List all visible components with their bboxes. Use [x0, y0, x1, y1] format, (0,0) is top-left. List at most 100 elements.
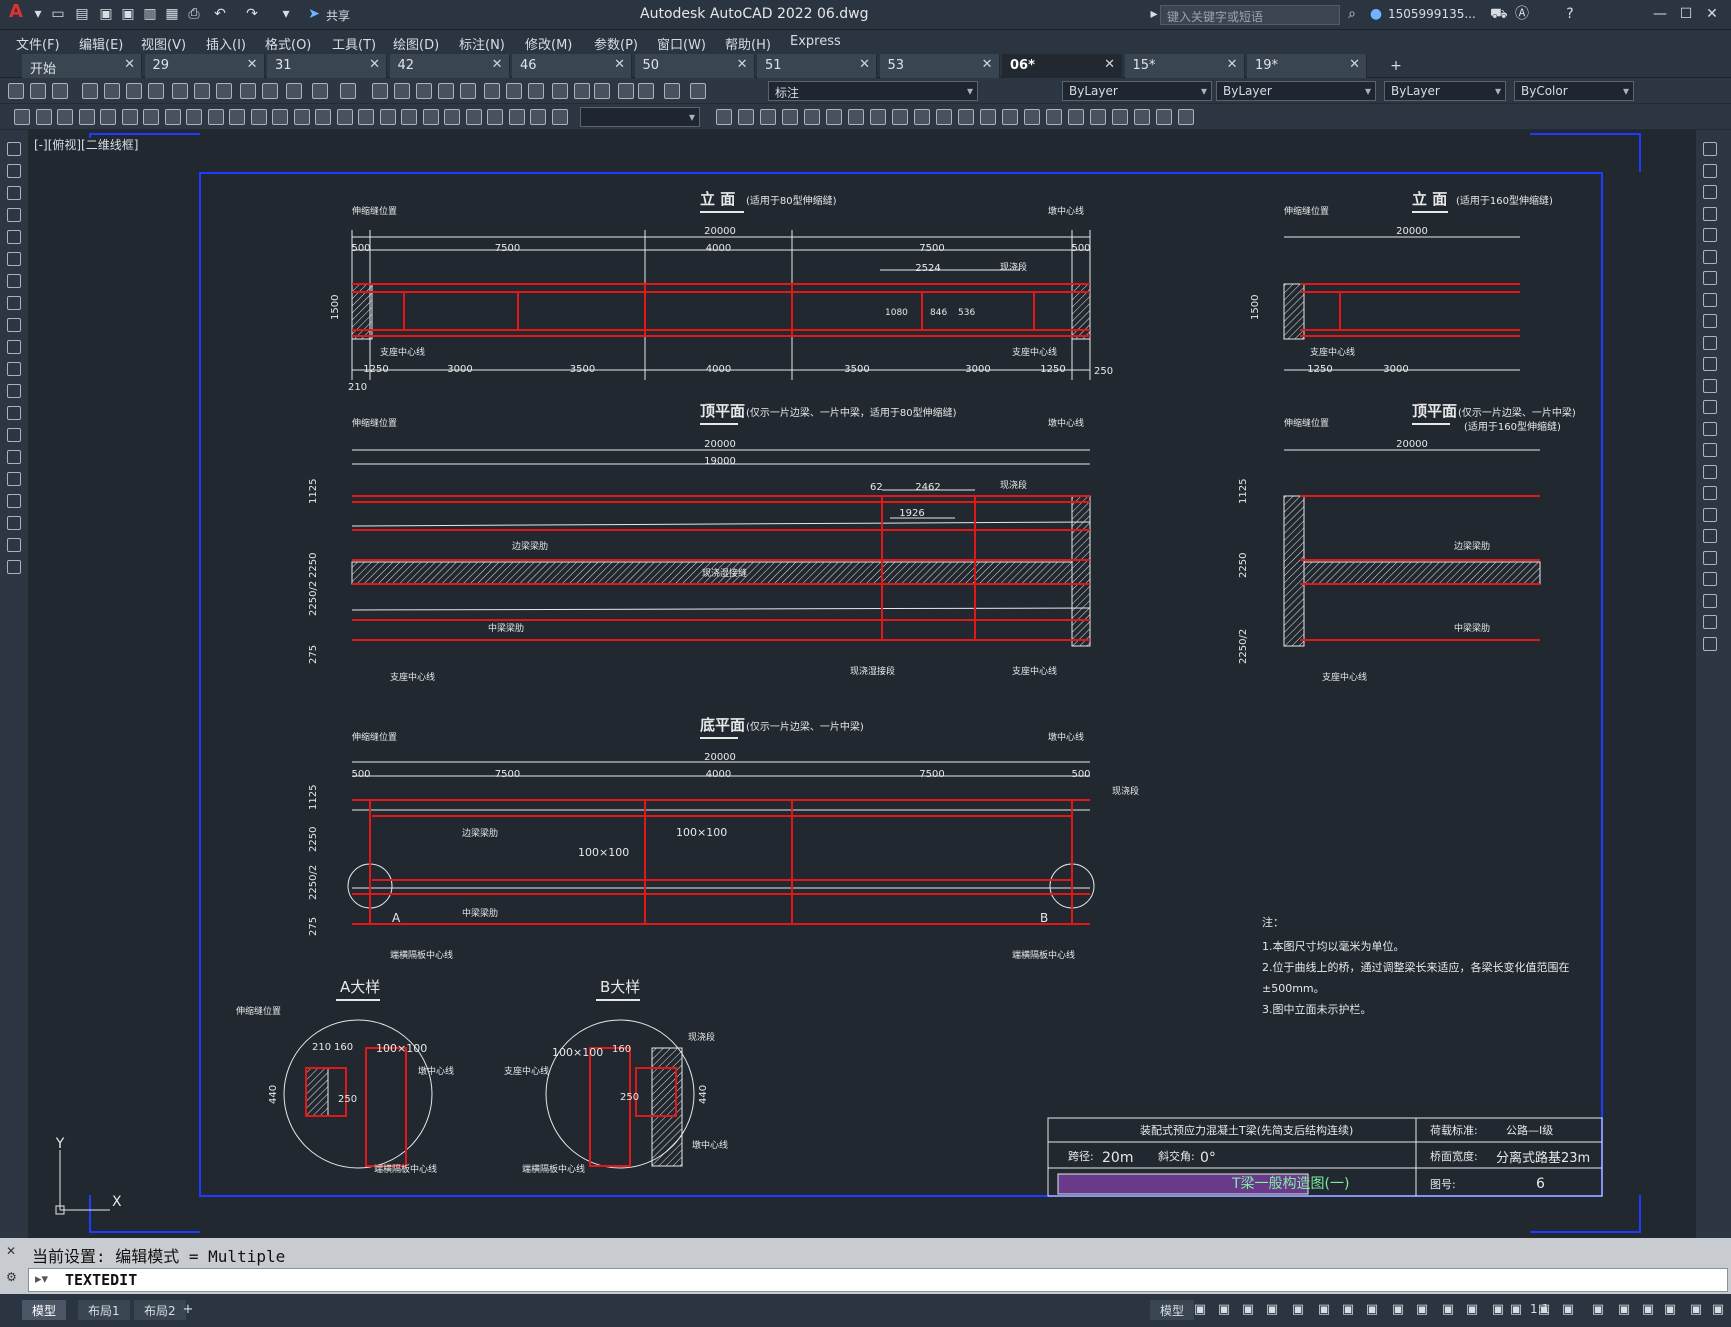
toolbar-button-icon[interactable] — [416, 83, 432, 99]
modify-palette-icon[interactable] — [1703, 314, 1717, 328]
add-layout-icon[interactable]: + — [182, 1302, 194, 1317]
modify-palette-icon[interactable] — [1703, 228, 1717, 242]
modify-palette-icon[interactable] — [1703, 378, 1717, 393]
save-web-icon[interactable]: ▦ — [165, 6, 179, 22]
status-toggle-icon[interactable]: ▣ — [1663, 1302, 1677, 1317]
toolbar-button-icon[interactable] — [372, 83, 388, 99]
file-tab[interactable]: 31✕ — [267, 54, 387, 78]
file-tab[interactable]: 开始✕ — [22, 54, 142, 78]
modify-palette-icon[interactable] — [1703, 550, 1717, 565]
modify-tool-icon[interactable] — [1178, 109, 1194, 125]
file-tab[interactable]: 19*✕ — [1247, 54, 1367, 78]
draw-tool-icon[interactable] — [530, 109, 546, 125]
menu-item[interactable]: 修改(M) — [525, 38, 573, 53]
modify-palette-icon[interactable] — [1703, 615, 1717, 629]
lineweight-dropdown[interactable]: ByLayer▾ — [1384, 81, 1506, 101]
modify-palette-icon[interactable] — [1703, 486, 1717, 500]
draw-palette-icon[interactable] — [7, 362, 21, 376]
status-toggle-icon[interactable]: ▣ — [1465, 1302, 1479, 1317]
menu-item[interactable]: 帮助(H) — [725, 38, 771, 53]
modify-palette-icon[interactable] — [1703, 335, 1717, 350]
close-tab-icon[interactable]: ✕ — [981, 57, 993, 72]
status-toggle-icon[interactable]: ▣ — [1415, 1302, 1429, 1317]
modify-palette-icon[interactable] — [1703, 206, 1717, 221]
status-toggle-icon[interactable]: ▣ — [1341, 1302, 1355, 1317]
file-tab[interactable]: 42✕ — [389, 54, 510, 78]
search-input[interactable]: 键入关键字或短语 — [1160, 5, 1340, 25]
autodesk-app-icon[interactable]: Ⓐ — [1515, 6, 1529, 22]
chevron-down-icon[interactable]: ▾ — [688, 110, 695, 124]
modify-tool-icon[interactable] — [716, 109, 732, 125]
cart-icon[interactable]: ⛟ — [1490, 6, 1508, 22]
dimstyle-dropdown[interactable]: ▾ — [580, 107, 700, 127]
menu-item[interactable]: 格式(O) — [265, 38, 312, 53]
modify-palette-icon[interactable] — [1703, 507, 1717, 522]
draw-tool-icon[interactable] — [14, 109, 30, 125]
status-toggle-icon[interactable]: ▣ — [1217, 1302, 1231, 1317]
toolbar-button-icon[interactable] — [312, 83, 328, 99]
toolbar-button-icon[interactable] — [594, 83, 610, 99]
modify-palette-icon[interactable] — [1703, 142, 1717, 156]
toolbar-button-icon[interactable] — [618, 83, 634, 99]
status-toggle-icon[interactable]: ▣ — [1689, 1302, 1703, 1317]
save-as-icon[interactable]: ▣ — [121, 6, 135, 22]
status-toggle-icon[interactable]: ▣ — [1317, 1302, 1331, 1317]
user-icon[interactable]: ● — [1369, 6, 1383, 22]
draw-tool-icon[interactable] — [207, 109, 224, 125]
status-toggle-icon[interactable]: ▣ — [1365, 1302, 1379, 1317]
menu-item[interactable]: 窗口(W) — [657, 38, 706, 53]
modify-palette-icon[interactable] — [1703, 421, 1717, 436]
toolbar-button-icon[interactable] — [690, 83, 706, 99]
toolbar-button-icon[interactable] — [552, 83, 568, 99]
draw-tool-icon[interactable] — [293, 109, 310, 125]
modify-tool-icon[interactable] — [848, 109, 864, 125]
layer-dropdown[interactable]: 标注▾ — [768, 81, 978, 101]
close-tab-icon[interactable]: ✕ — [1226, 57, 1238, 72]
print-icon[interactable]: ⎙ — [188, 6, 200, 22]
modify-tool-icon[interactable] — [870, 109, 886, 125]
draw-tool-icon[interactable] — [379, 109, 396, 125]
toolbar-button-icon[interactable] — [30, 83, 46, 99]
search-expand-icon[interactable]: ▸ — [1150, 6, 1158, 22]
toolbar-button-icon[interactable] — [506, 83, 522, 99]
status-toggle-icon[interactable]: ▣ — [1391, 1302, 1405, 1317]
toolbar-button-icon[interactable] — [216, 83, 232, 99]
menu-item[interactable]: 插入(I) — [206, 38, 246, 53]
plotstyle-dropdown[interactable]: ByColor▾ — [1514, 81, 1634, 101]
toolbar-button-icon[interactable] — [262, 83, 278, 99]
close-tab-icon[interactable]: ✕ — [614, 57, 625, 72]
draw-palette-icon[interactable] — [7, 384, 21, 398]
share-button[interactable]: 共享 — [326, 9, 351, 23]
file-tab[interactable]: 53✕ — [879, 54, 1000, 78]
modify-tool-icon[interactable] — [1002, 109, 1018, 125]
command-prompt-icon[interactable]: ▸▾ — [35, 1272, 49, 1287]
toolbar-button-icon[interactable] — [126, 83, 142, 99]
draw-palette-icon[interactable] — [7, 318, 21, 332]
modify-palette-icon[interactable] — [1703, 400, 1717, 414]
draw-palette-icon[interactable] — [7, 340, 21, 354]
modify-tool-icon[interactable] — [1156, 109, 1172, 125]
draw-palette-icon[interactable] — [7, 208, 21, 222]
draw-tool-icon[interactable] — [272, 109, 288, 125]
toolbar-button-icon[interactable] — [574, 83, 590, 99]
modify-palette-icon[interactable] — [1703, 443, 1717, 457]
modify-tool-icon[interactable] — [1112, 109, 1128, 125]
draw-tool-icon[interactable] — [57, 109, 73, 125]
command-input[interactable]: TEXTEDIT — [65, 1271, 138, 1289]
draw-tool-icon[interactable] — [121, 109, 138, 125]
modify-palette-icon[interactable] — [1703, 249, 1717, 264]
close-tab-icon[interactable]: ✕ — [246, 57, 258, 72]
file-tab[interactable]: 46✕ — [512, 54, 632, 78]
annotation-scale[interactable]: 1:1 — [1530, 1302, 1550, 1316]
linetype-dropdown[interactable]: ByLayer▾ — [1216, 81, 1376, 101]
modify-palette-icon[interactable] — [1703, 593, 1717, 608]
toolbar-button-icon[interactable] — [240, 83, 256, 99]
toolbar-button-icon[interactable] — [286, 83, 302, 99]
draw-palette-icon[interactable] — [7, 560, 21, 574]
workspace-dropdown-icon[interactable]: ▾ — [282, 6, 290, 22]
draw-tool-icon[interactable] — [315, 109, 331, 125]
save-icon[interactable]: ▣ — [99, 6, 113, 22]
modify-palette-icon[interactable] — [1703, 357, 1717, 371]
draw-tool-icon[interactable] — [444, 109, 460, 125]
draw-palette-icon[interactable] — [7, 472, 21, 486]
